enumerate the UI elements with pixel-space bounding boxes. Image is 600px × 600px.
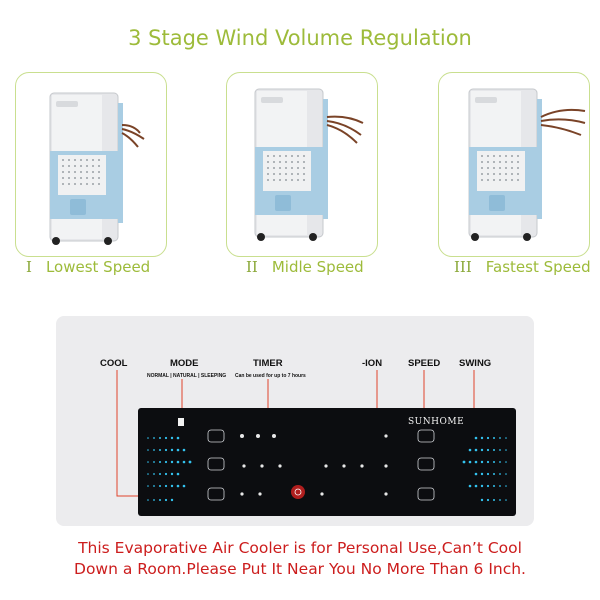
- speed-text: Lowest Speed: [45, 258, 151, 276]
- speed-numeral: I: [26, 258, 32, 276]
- label-mode: MODE: [170, 358, 199, 369]
- label-cool: COOL: [100, 358, 128, 369]
- brand-logo: SUNHOME: [408, 417, 464, 427]
- speed-label-low: I Lowest Speed: [26, 258, 150, 276]
- speed-text: Fastest Speed: [485, 258, 591, 276]
- label-swing: SWING: [459, 358, 492, 369]
- label-speed: SPEED: [408, 358, 441, 369]
- cooler-image-low: [15, 72, 167, 257]
- speed-label-mid: II Midle Speed: [246, 258, 364, 276]
- label-ion: -ION: [362, 358, 383, 369]
- page-title: 3 Stage Wind Volume Regulation: [128, 26, 472, 50]
- control-board: SUNHOME: [138, 408, 516, 516]
- cooler-image-mid: [226, 72, 378, 257]
- warning-line-1: This Evaporative Air Cooler is for Perso…: [78, 539, 522, 557]
- cooler-image-fast: [438, 72, 590, 257]
- control-panel-diagram: COOL MODE NORMAL | NATURAL | SLEEPING TI…: [56, 316, 534, 526]
- timer-note: Can be used for up to 7 hours: [235, 373, 306, 379]
- label-timer: TIMER: [253, 358, 283, 369]
- speed-text: Midle Speed: [271, 258, 364, 276]
- mode-options: NORMAL | NATURAL | SLEEPING: [147, 373, 227, 379]
- speed-numeral: II: [246, 258, 258, 276]
- warning-line-2: Down a Room.Please Put It Near You No Mo…: [74, 560, 526, 578]
- speed-numeral: III: [454, 258, 472, 276]
- speed-label-fast: III Fastest Speed: [454, 258, 591, 276]
